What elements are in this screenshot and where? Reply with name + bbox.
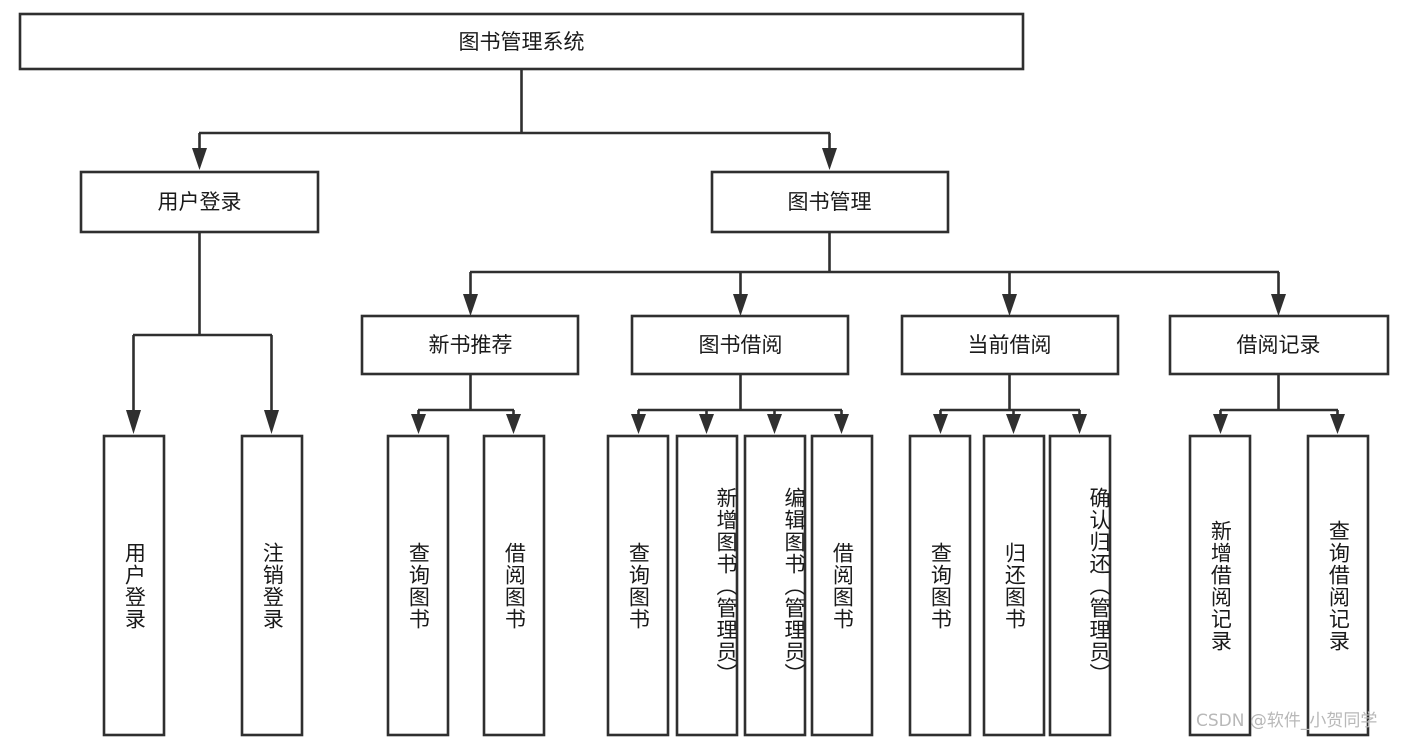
leaf-box-query-record[interactable]	[1306, 434, 1370, 737]
node-current-borrow-box[interactable]	[900, 314, 1120, 376]
leaf-box-user-login[interactable]	[102, 434, 166, 737]
connector-group-book-borrow	[631, 374, 849, 434]
leaf-box-borrow-book-2[interactable]	[810, 434, 874, 737]
connector-group-book-mgmt	[463, 232, 1286, 316]
arrow-head-leaf-user-login	[126, 410, 141, 434]
leaf-label-add-record: 新增借阅记录	[1208, 519, 1233, 652]
leaf-label-query-book-3: 查询图书	[928, 541, 953, 630]
node-current-borrow-label: 当前借阅	[968, 333, 1052, 357]
arrow-head-leaf-borrow-book-1	[506, 414, 521, 434]
arrow-head-leaf-return-book	[1006, 414, 1021, 434]
node-current-borrow[interactable]: 当前借阅	[900, 314, 1120, 376]
connector-group-borrow-record	[1213, 374, 1345, 434]
leaf-label-logout: 注销登录	[260, 541, 285, 630]
arrow-head-leaf-query-book-1	[411, 414, 426, 434]
node-new-book-recommend-label: 新书推荐	[429, 333, 513, 357]
node-borrow-record-label: 借阅记录	[1237, 333, 1321, 357]
node-book-borrow[interactable]: 图书借阅	[630, 314, 850, 376]
arrow-head-leaf-borrow-book-2	[834, 414, 849, 434]
leaf-box-borrow-book-1[interactable]	[482, 434, 546, 737]
node-book-borrow-box[interactable]	[630, 314, 850, 376]
leaf-box-query-book-2[interactable]	[606, 434, 670, 737]
node-borrow-record[interactable]: 借阅记录	[1168, 314, 1390, 376]
leaf-label-user-login: 用户登录	[122, 541, 147, 630]
leaf-box-group	[102, 434, 1370, 737]
node-root-system-box[interactable]	[18, 12, 1025, 71]
leaf-label-query-record: 查询借阅记录	[1326, 519, 1351, 652]
node-book-borrow-label: 图书借阅	[699, 333, 783, 357]
node-user-login[interactable]: 用户登录	[79, 170, 320, 234]
leaf-label-return-book: 归还图书	[1002, 541, 1027, 630]
arrow-head-leaf-add-book	[699, 414, 714, 434]
leaf-label-add-book: 新增图书（管理员）	[714, 486, 738, 685]
arrow-head-leaf-query-record	[1330, 414, 1345, 434]
arrow-head-to-current-borrow	[1002, 294, 1017, 316]
leaf-box-add-record[interactable]	[1188, 434, 1252, 737]
connector-group-current-borrow	[933, 374, 1087, 434]
node-new-book-recommend-box[interactable]	[360, 314, 580, 376]
leaf-box-query-book-3[interactable]	[908, 434, 972, 737]
node-book-management[interactable]: 图书管理	[710, 170, 950, 234]
node-book-management-box[interactable]	[710, 170, 950, 234]
arrow-head-leaf-add-record	[1213, 414, 1228, 434]
leaf-box-query-book-1[interactable]	[386, 434, 450, 737]
node-book-management-label: 图书管理	[788, 190, 872, 214]
node-user-login-label: 用户登录	[158, 190, 242, 214]
arrow-head-leaf-query-book-3	[933, 414, 948, 434]
leaf-box-edit-book[interactable]	[743, 434, 807, 737]
leaf-box-add-book[interactable]	[675, 434, 739, 737]
node-new-book-recommend[interactable]: 新书推荐	[360, 314, 580, 376]
leaf-label-edit-book: 编辑图书（管理员）	[782, 486, 806, 685]
connector-group-user-login	[126, 232, 279, 434]
leaf-box-return-book[interactable]	[982, 434, 1046, 737]
connector-group-root	[192, 69, 837, 170]
arrow-head-leaf-confirm-return	[1072, 414, 1087, 434]
leaf-label-query-book-2: 查询图书	[626, 541, 651, 630]
arrow-head-to-book-mgmt	[822, 148, 837, 170]
node-borrow-record-box[interactable]	[1168, 314, 1390, 376]
leaf-label-borrow-book-1: 借阅图书	[502, 541, 527, 630]
arrow-head-leaf-edit-book	[767, 414, 782, 434]
node-root-system[interactable]: 图书管理系统	[18, 12, 1025, 71]
arrow-head-leaf-logout	[264, 410, 279, 434]
node-root-system-label: 图书管理系统	[459, 30, 585, 54]
arrow-head-to-new-book-rec	[463, 294, 478, 316]
arrow-head-to-user-login	[192, 148, 207, 170]
leaf-box-confirm-return[interactable]	[1048, 434, 1112, 737]
node-user-login-box[interactable]	[79, 170, 320, 234]
arrow-head-to-borrow-record	[1271, 294, 1286, 316]
arrow-head-leaf-query-book-2	[631, 414, 646, 434]
leaf-box-logout[interactable]	[240, 434, 304, 737]
arrow-head-to-book-borrow	[733, 294, 748, 316]
leaf-label-borrow-book-2: 借阅图书	[830, 541, 855, 630]
csdn-watermark: CSDN @软件_小贺同学	[1196, 711, 1378, 731]
leaf-label-query-book-1: 查询图书	[406, 541, 431, 630]
leaf-label-confirm-return: 确认归还（管理员）	[1087, 486, 1111, 685]
connector-group-new-book-rec	[411, 374, 521, 434]
